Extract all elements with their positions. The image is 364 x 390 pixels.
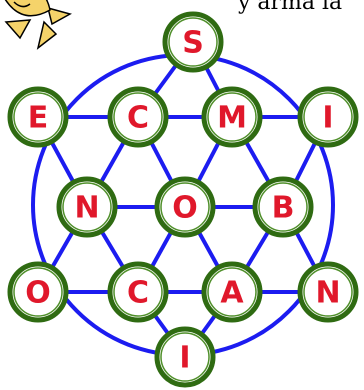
node-letter: A (220, 276, 244, 311)
node-letter: C (127, 276, 149, 311)
sun-icon (0, 0, 70, 48)
letter-node-lower-center-right[interactable]: A (204, 264, 260, 320)
letter-node-upper-center-right[interactable]: M (204, 89, 260, 145)
letter-node-upper-left[interactable]: E (10, 89, 66, 145)
letter-node-middle-left[interactable]: N (59, 179, 115, 235)
letter-node-top[interactable]: S (165, 14, 221, 70)
node-letter: I (179, 341, 190, 376)
node-letter: S (182, 26, 204, 61)
letter-node-lower-left[interactable]: O (10, 264, 66, 320)
letter-node-lower-right[interactable]: N (300, 264, 356, 320)
letter-node-lower-center-left[interactable]: C (110, 264, 166, 320)
board-nodes: S E C M I N O B O C A N I (10, 14, 356, 385)
letter-node-center[interactable]: O (157, 179, 213, 235)
letter-node-bottom[interactable]: I (157, 329, 213, 385)
node-letter: O (25, 276, 51, 311)
node-letter: C (127, 101, 149, 136)
letter-node-upper-center-left[interactable]: C (110, 89, 166, 145)
letter-node-middle-right[interactable]: B (255, 179, 311, 235)
node-letter: N (74, 191, 99, 226)
node-letter: E (28, 101, 49, 136)
letter-node-upper-right[interactable]: I (300, 89, 356, 145)
node-letter: O (172, 191, 198, 226)
node-letter: B (272, 191, 295, 226)
node-letter: I (322, 101, 333, 136)
node-letter: M (217, 101, 247, 136)
node-letter: N (315, 276, 340, 311)
